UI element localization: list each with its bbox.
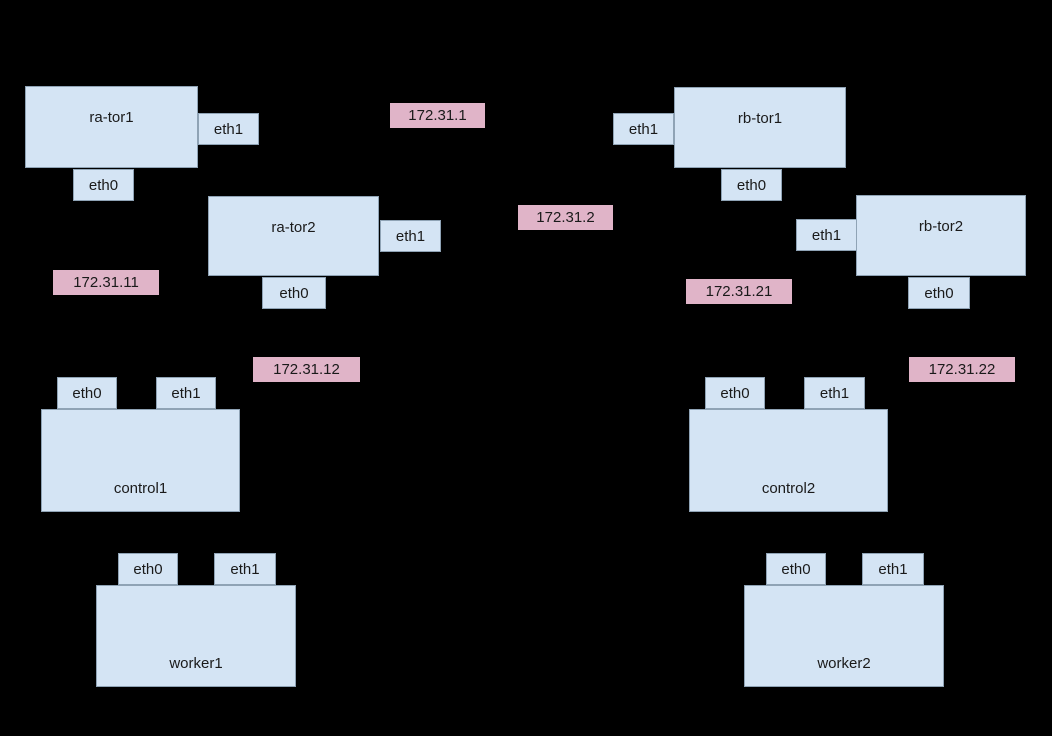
node-control2[interactable]: control2 bbox=[689, 409, 888, 512]
node-label-rb-tor1: rb-tor1 bbox=[737, 110, 783, 127]
node-label-control1: control1 bbox=[113, 480, 168, 497]
interface-worker2-eth1[interactable]: eth1 bbox=[862, 553, 924, 585]
interface-rb-tor1-eth0[interactable]: eth0 bbox=[721, 169, 782, 201]
interface-ra-tor2-eth0[interactable]: eth0 bbox=[262, 277, 326, 309]
ip-label-ip-172-31-2: 172.31.2 bbox=[518, 205, 613, 230]
interface-ra-tor2-eth1[interactable]: eth1 bbox=[380, 220, 441, 252]
node-label-ra-tor2: ra-tor2 bbox=[271, 219, 316, 236]
interface-control1-eth0[interactable]: eth0 bbox=[57, 377, 117, 409]
interface-worker1-eth0[interactable]: eth0 bbox=[118, 553, 178, 585]
node-worker1[interactable]: worker1 bbox=[96, 585, 296, 687]
interface-worker1-eth1[interactable]: eth1 bbox=[214, 553, 276, 585]
node-ra-tor2[interactable]: ra-tor2 bbox=[208, 196, 379, 276]
ip-label-ip-172-31-22: 172.31.22 bbox=[909, 357, 1015, 382]
interface-control2-eth1[interactable]: eth1 bbox=[804, 377, 865, 409]
interface-ra-tor1-eth0[interactable]: eth0 bbox=[73, 169, 134, 201]
interface-rb-tor2-eth1[interactable]: eth1 bbox=[796, 219, 857, 251]
node-label-worker1: worker1 bbox=[169, 655, 223, 672]
node-label-rb-tor2: rb-tor2 bbox=[918, 218, 964, 235]
node-rb-tor1[interactable]: rb-tor1 bbox=[674, 87, 846, 168]
ip-label-ip-172-31-12: 172.31.12 bbox=[253, 357, 360, 382]
node-label-ra-tor1: ra-tor1 bbox=[89, 109, 134, 126]
interface-control1-eth1[interactable]: eth1 bbox=[156, 377, 216, 409]
ip-label-ip-172-31-11: 172.31.11 bbox=[53, 270, 159, 295]
interface-rb-tor2-eth0[interactable]: eth0 bbox=[908, 277, 970, 309]
interface-control2-eth0[interactable]: eth0 bbox=[705, 377, 765, 409]
node-label-worker2: worker2 bbox=[817, 655, 871, 672]
interface-ra-tor1-eth1[interactable]: eth1 bbox=[198, 113, 259, 145]
node-worker2[interactable]: worker2 bbox=[744, 585, 944, 687]
node-control1[interactable]: control1 bbox=[41, 409, 240, 512]
interface-rb-tor1-eth1[interactable]: eth1 bbox=[613, 113, 674, 145]
node-label-control2: control2 bbox=[761, 480, 816, 497]
interface-worker2-eth0[interactable]: eth0 bbox=[766, 553, 826, 585]
ip-label-ip-172-31-1: 172.31.1 bbox=[390, 103, 485, 128]
node-ra-tor1[interactable]: ra-tor1 bbox=[25, 86, 198, 168]
ip-label-ip-172-31-21: 172.31.21 bbox=[686, 279, 792, 304]
node-rb-tor2[interactable]: rb-tor2 bbox=[856, 195, 1026, 276]
